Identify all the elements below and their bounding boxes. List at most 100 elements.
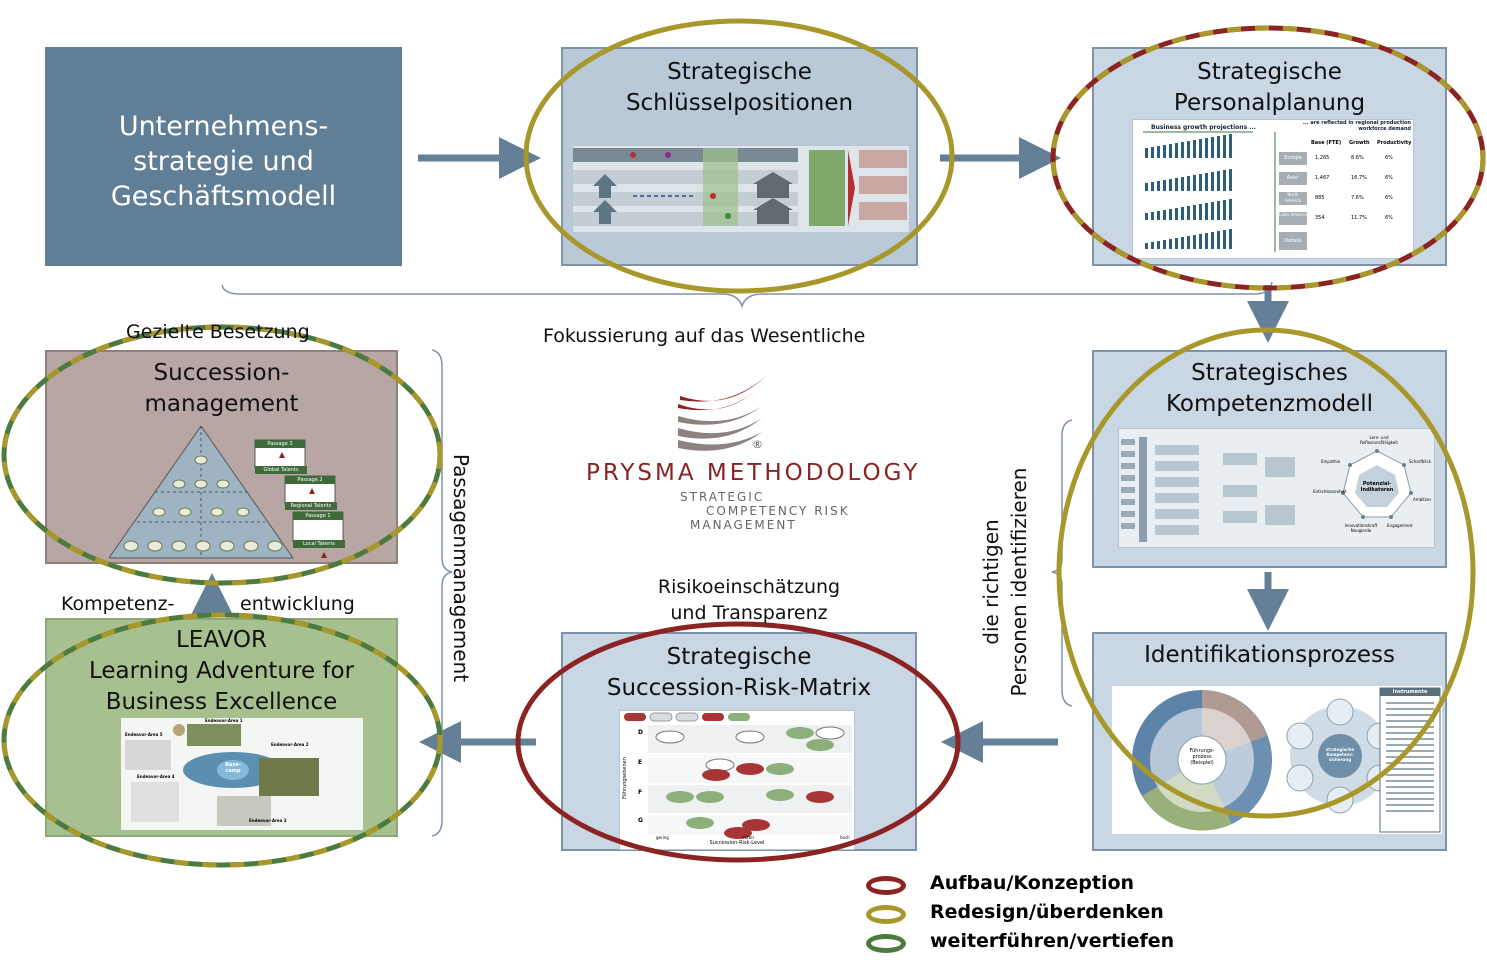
risk-row-label: F bbox=[638, 789, 643, 796]
legend-label: Aufbau/Konzeption bbox=[930, 872, 1135, 894]
legend-ring-red bbox=[866, 876, 906, 895]
planning-prod: 6% bbox=[1385, 215, 1393, 221]
planning-row: North America 885 7.6% 6% bbox=[1275, 190, 1413, 210]
planning-col-productivity: Productivity bbox=[1377, 140, 1412, 146]
risk-matrix-title: Strategische Succession-Risk-Matrix bbox=[606, 644, 872, 701]
legend-label: Redesign/überdenken bbox=[930, 901, 1164, 923]
legend-item: Aufbau/Konzeption bbox=[866, 872, 1226, 900]
competency-thumbnail: Potenzial- Indikatoren Lern- und Reflexi… bbox=[1118, 428, 1435, 548]
leavor-area-label: Endeavor-Area 4 bbox=[137, 774, 175, 779]
identification-diagram bbox=[1132, 687, 1441, 833]
planning-row: Europe 1,265 8.6% 6% bbox=[1275, 150, 1413, 170]
planning-base: 1,467 bbox=[1315, 175, 1330, 181]
competency-center-label: Potenzial- Indikatoren bbox=[1360, 481, 1394, 493]
logo-tagline-1: STRATEGIC bbox=[680, 490, 765, 504]
personnel-planning-box: Strategische Personalplanung Business gr… bbox=[1092, 47, 1447, 266]
leavor-area-label: Endeavor-Area 5 bbox=[125, 732, 163, 737]
planning-col-growth: Growth bbox=[1349, 140, 1370, 146]
competency-axis-label: Scharfblick bbox=[1409, 459, 1432, 464]
competency-model-title: Strategisches Kompetenzmodell bbox=[1166, 360, 1373, 417]
risk-row-label: E bbox=[638, 759, 643, 766]
leavor-area-label: Endeavor-Area 3 bbox=[249, 818, 287, 823]
legend-item: weiterführen/vertiefen bbox=[866, 930, 1226, 958]
competency-left-label: Kompetenz- bbox=[61, 593, 175, 615]
key-positions-box: Strategische Schlüsselpositionen bbox=[561, 47, 918, 266]
global-talents-label: Global Talents bbox=[263, 467, 299, 473]
planning-growth: 11.7% bbox=[1351, 215, 1367, 221]
leavor-title: LEAVOR Learning Adventure for Business E… bbox=[88, 627, 355, 715]
focus-label: Fokussierung auf das Wesentliche bbox=[543, 325, 866, 347]
risk-row-label: D bbox=[638, 729, 643, 736]
planning-region: Asia¹ bbox=[1279, 172, 1307, 185]
competency-axis-label: Engagement bbox=[1387, 523, 1413, 528]
planning-col-base: Base (FTE) bbox=[1311, 140, 1342, 146]
risk-matrix-thumbnail: D E F G gering mittel hoch Succession-Ri… bbox=[619, 710, 855, 850]
succession-title: Succession- management bbox=[144, 360, 299, 417]
identification-title: Identifikationsprozess bbox=[1144, 642, 1395, 668]
local-talents-label: Local Talents bbox=[302, 541, 336, 547]
planning-region: North America bbox=[1279, 192, 1307, 205]
succession-thumbnail: Passage 3 Global Talents Passage 2 Regio… bbox=[109, 426, 371, 562]
instruments-title: Instrumente bbox=[1392, 689, 1428, 695]
risk-y-axis-label: Führungsebenen bbox=[621, 757, 628, 799]
competency-axis-label: Lern- und Reflexionsfähigkeit bbox=[1360, 435, 1398, 445]
competency-axis-label: Ambition bbox=[1413, 497, 1431, 502]
planning-growth: 16.7% bbox=[1351, 175, 1367, 181]
competency-axis-label: Empathie bbox=[1321, 459, 1341, 464]
planning-prod: 6% bbox=[1385, 155, 1393, 161]
logo-mark bbox=[678, 376, 766, 451]
risk-x-axis-label: Succession-Risk-Level bbox=[709, 840, 765, 846]
competency-axis-label: Entschlossenheit bbox=[1313, 489, 1347, 494]
strategy-title: Unternehmens- strategie und Geschäftsmod… bbox=[110, 111, 337, 212]
strategy-box: Unternehmens- strategie und Geschäftsmod… bbox=[45, 47, 402, 266]
leavor-base-label: Base- camp bbox=[225, 762, 241, 774]
risk-matrix-diagram bbox=[624, 712, 852, 839]
legend-ring-green bbox=[866, 934, 906, 953]
identification-center-label: Führungs- prozess (Beispiel) bbox=[1189, 748, 1215, 766]
planning-region: Europe bbox=[1279, 152, 1307, 165]
succession-box: Succession- management bbox=[45, 350, 398, 564]
passage-management-label: Passagenmanagement bbox=[449, 453, 473, 683]
planning-row: Latin America 354 11.7% 6% bbox=[1275, 210, 1413, 230]
planning-prod: 6% bbox=[1385, 195, 1393, 201]
risk-transparency-label: Risikoeinschätzung und Transparenz bbox=[657, 576, 841, 624]
key-positions-title: Strategische Schlüsselpositionen bbox=[625, 59, 854, 116]
identification-thumbnail: Führungs- prozess (Beispiel) strategisch… bbox=[1112, 686, 1442, 834]
competency-right-label: entwicklung bbox=[240, 593, 355, 615]
planning-region: Latin America bbox=[1279, 212, 1307, 225]
leavor-area-label: Endeavor-Area 2 bbox=[271, 742, 309, 747]
leavor-area-label: Endeavor-Area 1 bbox=[205, 718, 243, 723]
legend-item: Redesign/überdenken bbox=[866, 901, 1226, 929]
leavor-thumbnail: Base- camp Endeavor-Area 1 Endeavor-Area… bbox=[121, 718, 363, 830]
identification-box: Identifikationsprozess bbox=[1092, 632, 1447, 851]
planning-prod: 6% bbox=[1385, 175, 1393, 181]
legend: Aufbau/Konzeption Redesign/überdenken we… bbox=[866, 872, 1226, 962]
legend-label: weiterführen/vertiefen bbox=[930, 930, 1175, 952]
identification-hub-label: strategische Kompetenz- sicherung bbox=[1325, 747, 1355, 762]
planning-growth: 8.6% bbox=[1351, 155, 1364, 161]
key-positions-diagram bbox=[573, 148, 907, 226]
key-positions-thumbnail bbox=[572, 145, 910, 233]
prysma-logo: ® PRYSMA METHODOLOGY STRATEGIC COMPETENC… bbox=[578, 370, 918, 540]
personnel-planning-thumbnail: Business growth projections ... ... are … bbox=[1132, 119, 1414, 259]
planning-row: Details bbox=[1275, 230, 1413, 250]
risk-matrix-box: Strategische Succession-Risk-Matrix bbox=[561, 632, 917, 851]
legend-ring-olive bbox=[866, 905, 906, 924]
planning-base: 354 bbox=[1315, 215, 1325, 221]
logo-tagline-3: MANAGEMENT bbox=[690, 518, 797, 532]
regional-talents-label: Regional Talents bbox=[290, 503, 332, 509]
personnel-planning-title: Strategische Personalplanung bbox=[1173, 59, 1366, 116]
focus-brace bbox=[221, 281, 1273, 309]
planning-table: Europe 1,265 8.6% 6% Asia¹ 1,467 16.7% 6… bbox=[1275, 150, 1413, 250]
planning-row: Asia¹ 1,467 16.7% 6% bbox=[1275, 170, 1413, 190]
logo-name: PRYSMA METHODOLOGY bbox=[586, 460, 921, 486]
competency-model-box: Strategisches Kompetenzmodell bbox=[1092, 350, 1447, 568]
planning-growth: 7.6% bbox=[1351, 195, 1364, 201]
logo-tagline-2: COMPETENCY RISK bbox=[706, 504, 850, 518]
competency-axis-label: Innovationskraft Neugierde bbox=[1344, 523, 1378, 533]
planning-region: Details bbox=[1279, 232, 1307, 250]
risk-row-label: G bbox=[638, 817, 643, 824]
logo-reg-mark: ® bbox=[752, 438, 763, 451]
passage2-label: Passage 2 bbox=[297, 477, 323, 483]
passage3-label: Passage 3 bbox=[267, 441, 293, 447]
